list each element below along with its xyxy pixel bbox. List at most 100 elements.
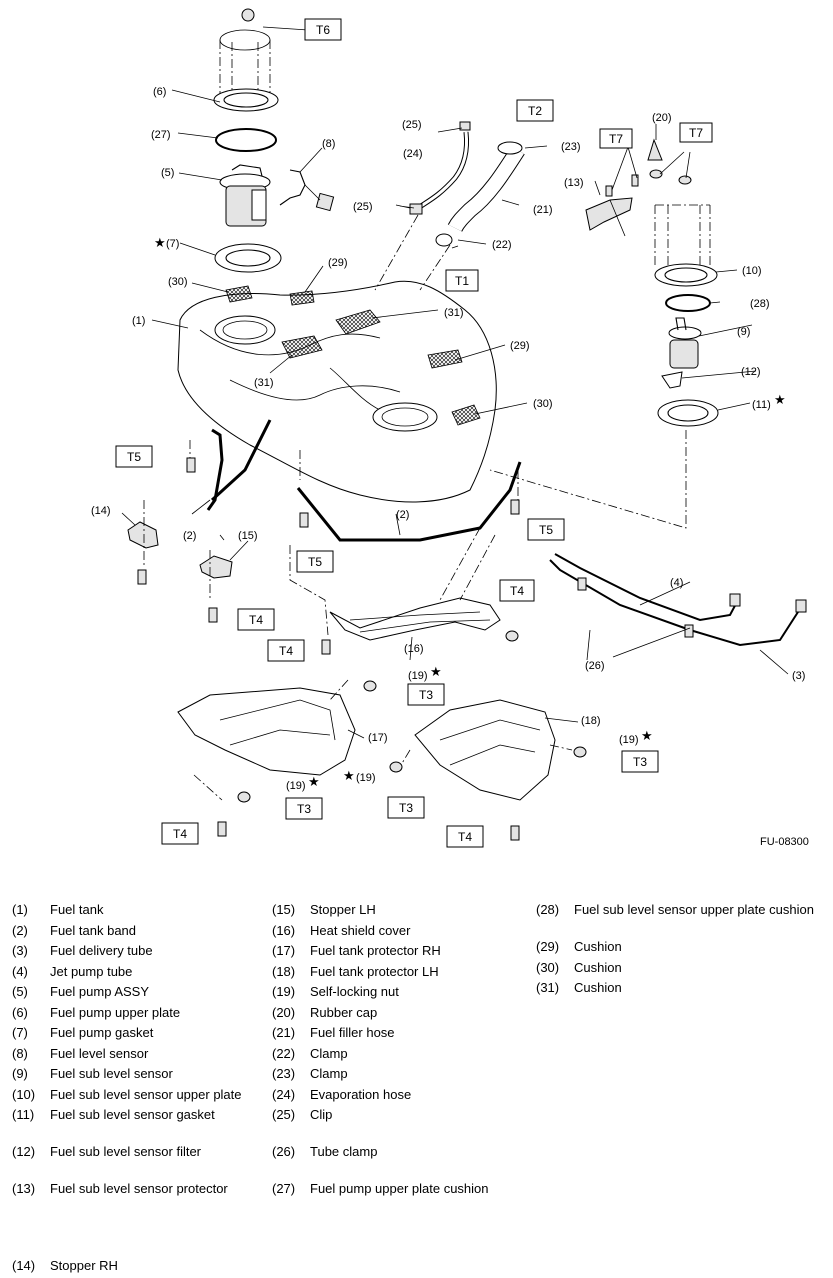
svg-text:T7: T7 — [609, 132, 623, 146]
legend-item-number: (19) — [272, 984, 296, 999]
legend-item-name: Fuel pump upper plate — [50, 1004, 181, 1020]
fuel-filler-hose — [435, 141, 525, 247]
callout-31-b: (31) — [254, 377, 274, 389]
legend-item-name: Stopper LH — [310, 902, 376, 917]
torque-box-t4-a: T4 — [499, 579, 535, 602]
callout-18: (18) — [581, 715, 601, 727]
legend-item-name: Self-locking nut — [310, 984, 399, 999]
callout-19-d: (19) — [286, 780, 306, 792]
legend-item: (8)Fuel level sensor — [12, 1044, 267, 1065]
torque-box-t4-d: T4 — [161, 822, 199, 845]
svg-text:T5: T5 — [127, 450, 141, 464]
figure-code: FU-08300 — [760, 836, 809, 848]
torque-box-t5-b: T5 — [527, 518, 565, 541]
bolts — [137, 457, 520, 841]
legend-item-name: Clamp — [310, 1045, 348, 1061]
legend-item: (28)Fuel sub level sensor upper plate cu… — [536, 900, 826, 937]
callout-23: (23) — [561, 141, 581, 153]
svg-text:T2: T2 — [528, 104, 542, 118]
legend-item-name: Fuel sub level sensor protector — [50, 1181, 228, 1196]
legend-item: (21)Fuel filler hose — [272, 1023, 527, 1044]
torque-box-t4-c: T4 — [267, 639, 305, 662]
svg-text:T4: T4 — [510, 584, 524, 598]
legend-item-number: (25) — [272, 1107, 296, 1122]
legend-item: (2)Fuel tank band — [12, 921, 267, 942]
callout-16: (16) — [404, 643, 424, 655]
legend-item-name: Stopper RH — [50, 1258, 118, 1273]
diagram-canvas: (6) (27) (5) (8) ★ (7) (30) (29) (1) (31… — [91, 8, 807, 848]
legend-item-name: Fuel delivery tube — [50, 943, 153, 958]
legend-item: (26)Tube clamp — [272, 1142, 527, 1179]
callout-27: (27) — [151, 129, 171, 141]
legend-item-number: (12) — [12, 1144, 36, 1159]
legend-item-number: (2) — [12, 922, 28, 938]
callouts: (6) (27) (5) (8) ★ (7) (30) (29) (1) (31… — [91, 86, 805, 792]
legend-item: (16)Heat shield cover — [272, 921, 527, 942]
legend-item: (10) Fuel sub level sensor upper plate — [12, 1085, 267, 1106]
torque-box-t4-b: T4 — [237, 608, 275, 631]
svg-text:T6: T6 — [316, 23, 330, 37]
callout-10: (10) — [742, 265, 762, 277]
callout-3: (3) — [792, 670, 805, 682]
stopper-lh — [199, 555, 233, 579]
svg-text:T7: T7 — [689, 126, 703, 140]
legend-item-name: Fuel pump upper plate cushion — [310, 1181, 489, 1196]
legend-item: (27)Fuel pump upper plate cushion — [272, 1179, 527, 1236]
legend-item: (4)Jet pump tube — [12, 962, 267, 983]
legend-item-number: (18) — [272, 963, 296, 979]
torque-box-t7-b: T7 — [679, 122, 713, 143]
callout-9: (9) — [737, 326, 750, 338]
legend-item-name: Clamp — [310, 1066, 348, 1081]
legend-item-name: Fuel pump gasket — [50, 1025, 154, 1040]
exploded-diagram: (6) (27) (5) (8) ★ (7) (30) (29) (1) (31… — [91, 8, 807, 848]
legend-item-name: Cushion — [574, 939, 622, 954]
callout-17: (17) — [368, 732, 388, 744]
legend-item-name: Fuel sub level sensor filter — [50, 1144, 202, 1159]
torque-box-t6: T6 — [304, 18, 342, 41]
legend-item-name: Cushion — [574, 959, 622, 975]
fuel-tank-protector-lh — [414, 699, 556, 801]
sub-level-sensor-upper-plate-cushion — [665, 294, 711, 312]
callout-30-b: (30) — [533, 398, 553, 410]
legend-item-number: (10) — [12, 1086, 36, 1102]
legend-item-name: Fuel filler hose — [310, 1025, 395, 1040]
star-19-a: ★ — [430, 665, 442, 680]
legend-item: (5) Fuel pump ASSY — [12, 982, 267, 1003]
legend-item-number: (4) — [12, 963, 28, 979]
fuel-pump-upper-plate — [213, 8, 279, 112]
leader-lines — [121, 26, 789, 739]
svg-text:T3: T3 — [297, 802, 311, 816]
legend-item-name: Fuel pump ASSY — [50, 984, 149, 999]
fuel-tank-band — [206, 419, 522, 542]
legend-item: (9)Fuel sub level sensor — [12, 1064, 267, 1085]
callout-19-b: (19) — [619, 734, 639, 746]
svg-text:T1: T1 — [455, 274, 469, 288]
legend-item: (3) Fuel delivery tube — [12, 941, 267, 962]
callout-8: (8) — [322, 138, 335, 150]
torque-box-t5-c: T5 — [296, 550, 334, 573]
legend-item-name: Fuel sub level sensor upper plate — [50, 1086, 242, 1102]
fuel-delivery-tube — [549, 553, 807, 647]
legend-item: (17)Fuel tank protector RH — [272, 941, 527, 962]
fuel-sub-level-sensor — [668, 317, 702, 369]
legend-item-number: (3) — [12, 943, 28, 958]
legend-item-number: (11) — [12, 1107, 35, 1122]
legend-item-number: (20) — [272, 1004, 296, 1020]
legend-item-number: (24) — [272, 1086, 296, 1102]
fuel-pump-assy — [219, 164, 271, 227]
legend-column-2: (15)Stopper LH(16)Heat shield cover(17)F… — [272, 900, 527, 1236]
legend-item-number: (31) — [536, 980, 560, 995]
svg-text:T4: T4 — [279, 644, 293, 658]
fuel-pump-gasket — [214, 243, 282, 273]
legend-item-name: Fuel sub level sensor — [50, 1066, 173, 1081]
legend-item: (1)Fuel tank — [12, 900, 267, 921]
legend-item: (31)Cushion — [536, 978, 826, 999]
legend-column-1: (1)Fuel tank(2)Fuel tank band(3) Fuel del… — [12, 900, 267, 1277]
callout-29-b: (29) — [510, 340, 530, 352]
torque-box-t4-e: T4 — [446, 825, 484, 848]
svg-text:T3: T3 — [633, 755, 647, 769]
callout-29-a: (29) — [328, 257, 348, 269]
torque-box-t2: T2 — [516, 99, 554, 122]
legend-item-name: Rubber cap — [310, 1004, 378, 1020]
legend-item-number: (5) — [12, 984, 28, 999]
